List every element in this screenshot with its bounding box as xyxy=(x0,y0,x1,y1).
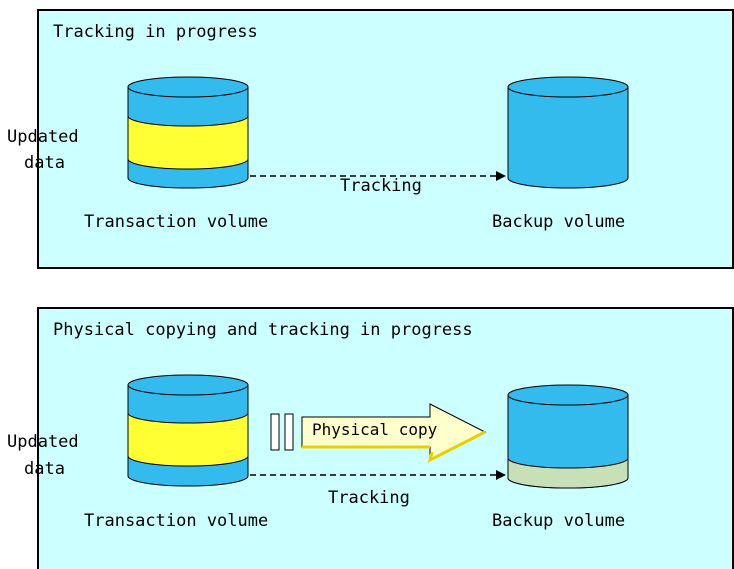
tracking-label: Tracking xyxy=(340,176,422,196)
transaction-volume-label: Transaction volume xyxy=(84,212,269,232)
panel-title: Physical copying and tracking in progres… xyxy=(53,320,473,340)
transaction-volume-cylinder xyxy=(127,76,249,189)
tracking-label: Tracking xyxy=(328,488,410,508)
physical-copy-label: Physical copy xyxy=(312,420,438,439)
copy-progress-block xyxy=(270,413,280,451)
updated-data-label-line1: Updated xyxy=(7,127,79,147)
panel-title: Tracking in progress xyxy=(53,22,258,42)
backup-volume-label: Backup volume xyxy=(492,511,626,531)
backup-volume-cylinder xyxy=(507,384,629,489)
backup-volume-cylinder xyxy=(507,76,629,189)
updated-data-label-line2: data xyxy=(24,153,65,173)
copy-progress-block xyxy=(284,413,294,451)
updated-data-label-line2: data xyxy=(24,459,65,479)
backup-volume-label: Backup volume xyxy=(492,212,626,232)
transaction-volume-cylinder xyxy=(127,374,249,487)
updated-data-label-line1: Updated xyxy=(7,432,79,452)
transaction-volume-label: Transaction volume xyxy=(84,511,269,531)
